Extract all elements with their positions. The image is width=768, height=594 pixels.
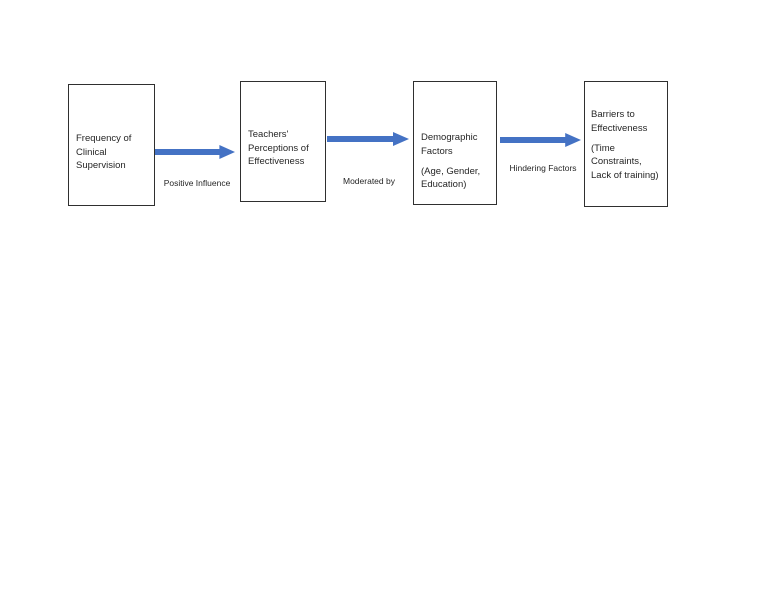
box-text-line: Factors — [421, 145, 453, 157]
box-paragraph: (Time Constraints, Lack of training) — [591, 142, 664, 183]
arrow-label-positive-influence: Positive Influence — [163, 178, 231, 188]
box-teachers-perceptions-of-effectiveness: Teachers' Perceptions of Effectiveness — [240, 81, 326, 202]
box-text-line: Barriers to — [591, 109, 635, 120]
box-text-line: Effectiveness — [591, 122, 648, 134]
box-paragraph: Teachers' Perceptions of Effectiveness — [248, 128, 321, 169]
arrow-label-moderated-by: Moderated by — [343, 176, 395, 186]
box-paragraph: Demographic Factors — [421, 131, 492, 158]
box-text-line: Effectiveness — [248, 156, 305, 167]
box-text-line: Clinical — [76, 146, 107, 158]
box-text-line: Frequency of — [76, 133, 132, 144]
box-text-line: Teachers' — [248, 129, 289, 140]
box-text-line: Perceptions of — [248, 142, 309, 154]
box-text-line: Education) — [421, 179, 467, 190]
box-text-line: Demographic — [421, 132, 478, 143]
box-text-line: Supervision — [76, 160, 126, 171]
box-demographic-factors: Demographic Factors (Age, Gender, Educat… — [413, 81, 497, 205]
box-text-line: Lack of training) — [591, 169, 659, 181]
box-barriers-to-effectiveness: Barriers to Effectiveness (Time Constrai… — [584, 81, 668, 207]
box-paragraph: (Age, Gender, Education) — [421, 165, 492, 192]
box-paragraph: Frequency of Clinical Supervision — [76, 132, 150, 173]
arrow-label-hindering-factors: Hindering Factors — [509, 163, 577, 173]
box-frequency-of-clinical-supervision: Frequency of Clinical Supervision — [68, 84, 155, 206]
box-text-line: (Time — [591, 142, 615, 154]
positive-influence-arrow-icon — [155, 145, 235, 159]
box-text-line: Constraints, — [591, 156, 642, 167]
box-paragraph: Barriers to Effectiveness — [591, 108, 664, 135]
moderated-by-arrow-icon — [327, 132, 409, 146]
hindering-factors-arrow-icon — [500, 133, 581, 147]
box-text-line: (Age, Gender, — [421, 165, 481, 177]
